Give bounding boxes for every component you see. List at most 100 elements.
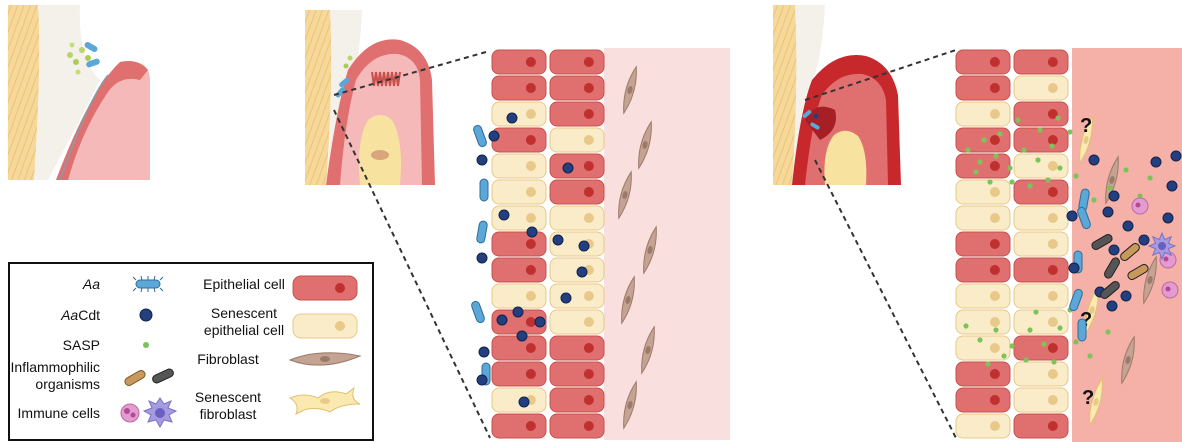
epithelial-cell [492,154,546,178]
sasp-particle [997,131,1002,136]
aacdt-toxin-icon [140,309,152,321]
aacdt-toxin [527,227,537,237]
epithelial-cell [956,362,1010,386]
legend-aa-label: Aa [82,276,100,292]
immune-cell [1149,233,1175,259]
sasp-particle [965,147,970,152]
sasp-particle [1001,353,1006,358]
sasp-particle [1035,157,1040,162]
tooth-enamel [8,5,39,180]
aacdt-toxin [553,235,563,245]
epithelial-cell [492,414,546,438]
legend: Aa AaCdt SASP Inflammophilic organisms I… [9,263,373,440]
aacdt-toxin [497,315,507,325]
aacdt-toxin [1139,235,1149,245]
zoom-epithelium-senescence: ??? [956,48,1182,442]
sasp-particle [1009,343,1014,348]
epithelial-cell [550,206,604,230]
aa-bacterium [470,300,485,323]
epithelial-cell [1014,232,1068,256]
epithelial-cell [956,414,1010,438]
sasp-particle [1045,177,1050,182]
epithelial-cell [956,102,1010,126]
sasp-particle [1123,167,1128,172]
aacdt-toxin [477,375,487,385]
sasp-particle [977,159,982,164]
sasp-particle [981,137,986,142]
epithelial-cell [956,76,1010,100]
epithelial-cell [550,284,604,308]
aacdt-toxin [1107,301,1117,311]
aacdt-toxin [1109,245,1119,255]
legend-aacdt-label: AaCdt [60,307,100,323]
legend-senescent-epithelial-label-2: epithelial cell [204,322,284,338]
legend-inflammophilic-label-2: organisms [35,376,100,392]
epithelial-cell [492,180,546,204]
sasp-particle [1037,127,1042,132]
epithelial-cell [1014,284,1068,308]
panel-healthy-gingiva [8,5,150,180]
epithelial-cell [956,284,1010,308]
panel-periodontitis [773,5,956,438]
aacdt-toxin [1089,155,1099,165]
aacdt-toxin [1171,151,1181,161]
epithelial-cell [956,388,1010,412]
sasp-particle [1041,341,1046,346]
sasp-particle [1033,309,1038,314]
epithelial-cell [1014,180,1068,204]
epithelial-cell [1014,206,1068,230]
sasp-particle [1049,143,1054,148]
legend-fibroblast-label: Fibroblast [197,351,259,367]
sasp-particle [1027,327,1032,332]
aacdt-toxin [1121,291,1131,301]
aacdt-toxin [1067,211,1077,221]
sasp-particle [993,153,998,158]
epithelial-cell [956,154,1010,178]
aa-bacterium [480,179,488,201]
epithelial-cell [492,102,546,126]
sasp-particle [1073,173,1078,178]
sasp-particle [1107,185,1112,190]
epithelial-cell [492,128,546,152]
aacdt-toxin [479,347,489,357]
aacdt-toxin [489,131,499,141]
aacdt-toxin [513,307,523,317]
aacdt-toxin [577,267,587,277]
sasp-particle [963,323,968,328]
epithelial-cell [550,154,604,178]
legend-senescent-fibroblast-label-1: Senescent [195,389,261,405]
epithelial-cell [492,76,546,100]
question-mark: ? [1082,387,1094,409]
epithelial-cell [1014,362,1068,386]
immune-cell [1162,282,1178,298]
sasp-particle [1057,165,1062,170]
epithelial-cell [550,414,604,438]
legend-immune-label: Immune cells [18,405,100,421]
sasp-particle [1023,357,1028,362]
sasp-particle [1021,147,1026,152]
aacdt-toxin [477,253,487,263]
epithelial-cell [1014,336,1068,360]
aacdt-toxin [499,210,509,220]
epithelial-cell [550,310,604,334]
aacdt-toxin [1163,213,1173,223]
epithelial-cell [956,50,1010,74]
sasp-particle [1067,129,1072,134]
epithelial-cell [1014,258,1068,282]
epithelial-cell [550,76,604,100]
aacdt-toxin [517,331,527,341]
legend-senescent-fibroblast-label-2: fibroblast [200,406,257,422]
legend-sasp-label: SASP [63,337,100,353]
aa-bacterium [472,124,487,147]
epithelial-cell [956,206,1010,230]
epithelial-cell [492,50,546,74]
aacdt-toxin [477,155,487,165]
legend-senescent-epithelial-label-1: Senescent [211,305,277,321]
epithelial-cell-icon [293,276,357,300]
aacdt-toxin [579,241,589,251]
epithelial-cell [1014,388,1068,412]
aacdt-toxin [1151,157,1161,167]
sasp-particle [985,361,990,366]
epithelial-cell [550,388,604,412]
